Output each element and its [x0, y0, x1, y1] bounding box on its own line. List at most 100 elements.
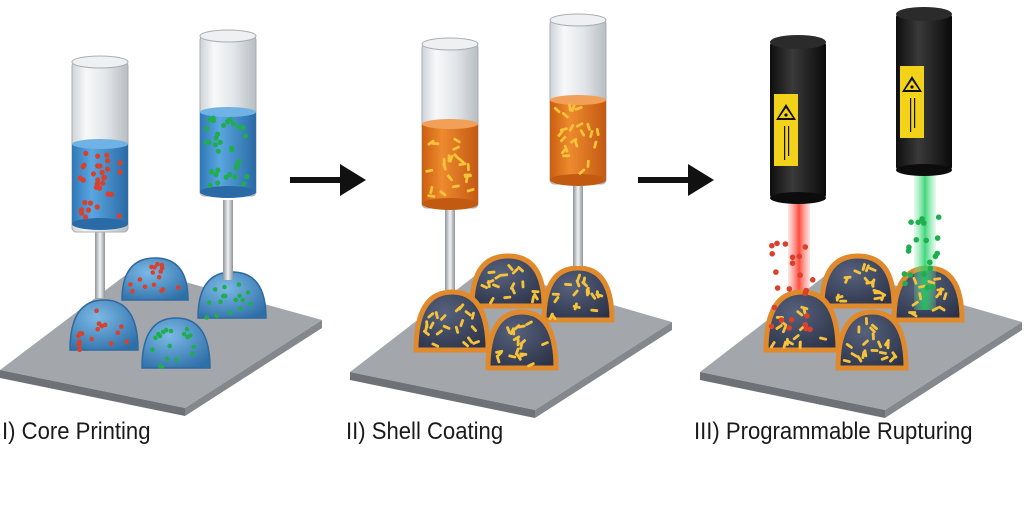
particle [227, 310, 233, 316]
rod [517, 265, 525, 273]
rod [511, 267, 519, 275]
rod [569, 137, 578, 144]
particle [804, 313, 810, 319]
rod [521, 280, 525, 289]
rod [575, 122, 584, 128]
rod [453, 137, 461, 144]
rod [454, 325, 460, 334]
particle [94, 308, 99, 314]
particle [773, 269, 779, 275]
rod [872, 288, 881, 294]
rod [507, 264, 514, 271]
particle [234, 162, 240, 168]
particle [105, 158, 111, 164]
rod [853, 269, 862, 275]
rod [578, 168, 586, 175]
particle [927, 265, 934, 272]
syringe-icon [549, 13, 607, 266]
rod [574, 106, 583, 111]
rod [877, 340, 883, 349]
rod [585, 288, 589, 297]
particle [117, 169, 123, 175]
particle [241, 181, 247, 187]
particle [930, 284, 936, 290]
particle [921, 220, 927, 226]
shell-rods [422, 264, 604, 368]
particle [104, 152, 110, 158]
rod [439, 314, 447, 321]
rod [856, 355, 863, 363]
particle [82, 214, 89, 220]
particle [215, 148, 221, 154]
particle [158, 364, 163, 369]
rod [448, 154, 454, 163]
rod [470, 325, 478, 333]
rod [918, 284, 927, 289]
rod [865, 280, 874, 285]
particle [908, 219, 914, 225]
rod [884, 338, 890, 347]
arrow-right-icon [290, 164, 366, 196]
particle [204, 125, 210, 132]
rod [514, 347, 520, 356]
particle [142, 284, 148, 290]
particle [796, 253, 803, 260]
rod [590, 292, 597, 300]
particle [90, 171, 97, 177]
rod [519, 339, 527, 346]
particle [218, 299, 223, 305]
rod [590, 308, 599, 313]
shell-rods [769, 263, 948, 364]
rod [880, 355, 889, 361]
particle [151, 282, 157, 288]
rod [796, 310, 804, 317]
rod [576, 273, 582, 282]
particle [191, 344, 196, 350]
rod [582, 276, 587, 285]
particle [83, 150, 89, 156]
rod [517, 324, 526, 329]
particle [213, 135, 219, 141]
rod [798, 341, 802, 350]
particle [176, 285, 181, 290]
particle [214, 313, 219, 319]
particle [153, 335, 158, 341]
rod [782, 340, 787, 349]
particle [159, 262, 165, 268]
particle [238, 306, 243, 312]
particle [215, 131, 221, 137]
particle [150, 270, 156, 275]
particle [236, 282, 242, 287]
rod [918, 292, 923, 301]
rod [434, 311, 439, 320]
rod [442, 324, 451, 330]
green-particles-released [901, 214, 942, 291]
rod [559, 135, 567, 143]
rod [870, 348, 879, 353]
particle [210, 115, 216, 121]
particle [907, 272, 914, 278]
particle [150, 347, 155, 353]
particle [213, 171, 219, 178]
laser-icon [770, 35, 826, 204]
particle [789, 254, 796, 261]
particle [137, 277, 143, 282]
particle [215, 167, 221, 173]
particle [221, 293, 226, 299]
particle [786, 325, 792, 331]
rod [500, 273, 509, 277]
syringe-icon [199, 29, 257, 280]
rod [487, 270, 496, 274]
particle [96, 321, 102, 326]
rod [871, 323, 878, 331]
rod [509, 282, 516, 290]
particle [212, 287, 218, 292]
rod [519, 352, 528, 356]
core-shell-domes-front [413, 289, 559, 371]
particle [168, 328, 174, 334]
particle [935, 214, 942, 220]
rod [503, 295, 512, 300]
rod [568, 124, 575, 132]
rod [931, 306, 940, 312]
particle [221, 122, 227, 128]
